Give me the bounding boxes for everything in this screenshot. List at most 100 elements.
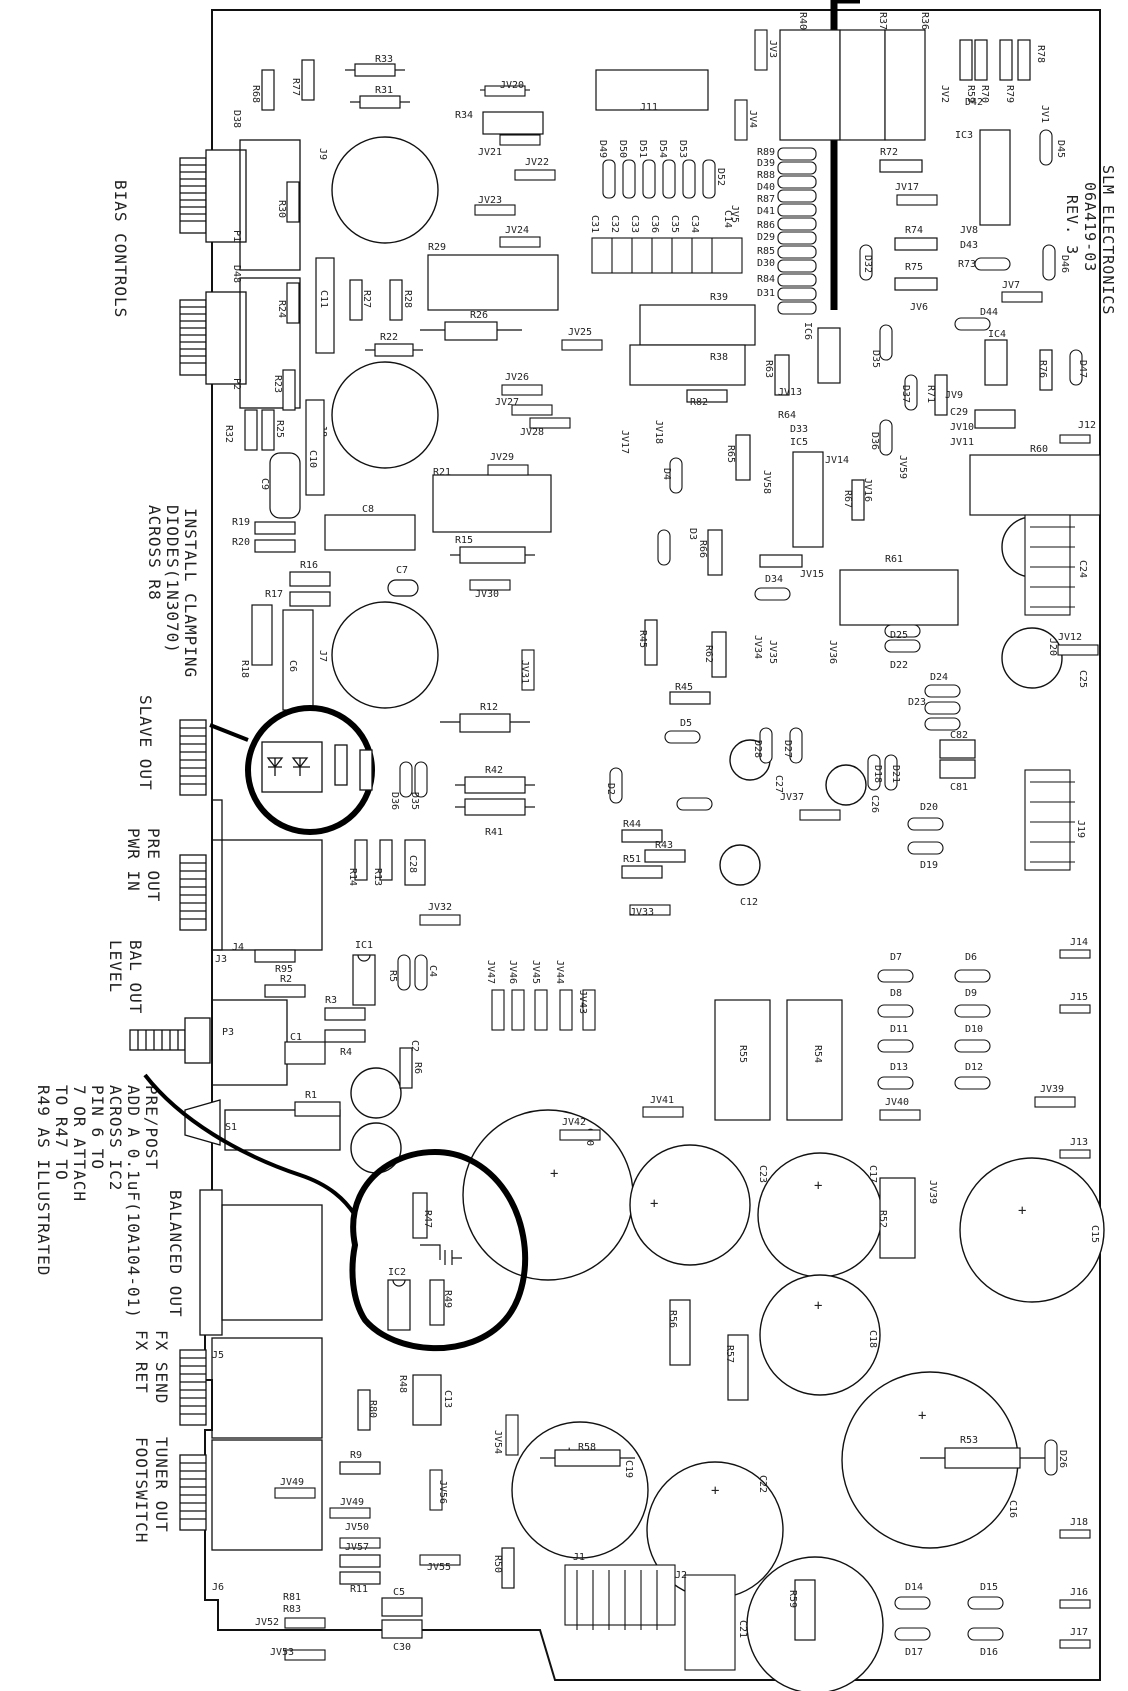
svg-text:R15: R15 (455, 535, 473, 546)
resistor-r42 (455, 776, 535, 794)
svg-text:R62: R62 (703, 645, 714, 663)
svg-text:JV43: JV43 (577, 990, 588, 1014)
diodes-vertical (397, 129, 1083, 1476)
svg-text:R34: R34 (455, 110, 473, 121)
svg-text:JV45: JV45 (530, 960, 541, 984)
svg-text:JV18: JV18 (653, 420, 664, 444)
svg-text:R45: R45 (675, 682, 693, 693)
resistor-r53 (920, 1447, 1045, 1469)
svg-text:D25: D25 (890, 630, 908, 641)
resistor-r71 (934, 374, 948, 416)
svg-text:J17: J17 (1070, 1627, 1088, 1638)
svg-text:JV14: JV14 (825, 455, 849, 466)
svg-text:+: + (814, 1178, 822, 1194)
svg-text:D35: D35 (870, 350, 881, 368)
resistor-r50 (501, 1547, 515, 1589)
svg-text:JV47: JV47 (485, 960, 496, 984)
resistor-r18 (251, 604, 273, 666)
svg-text:C6: C6 (287, 660, 298, 672)
svg-text:JV17: JV17 (619, 430, 630, 454)
svg-text:R1: R1 (305, 1090, 317, 1101)
svg-text:+: + (1018, 1203, 1026, 1219)
svg-text:R32: R32 (223, 425, 234, 443)
fx-ret-label: FX RET (132, 1330, 151, 1394)
ics (352, 129, 1011, 1331)
resistor-stack (777, 147, 817, 315)
svg-text:JV42: JV42 (562, 1117, 586, 1128)
svg-text:R61: R61 (885, 554, 903, 565)
svg-text:JV39: JV39 (927, 1180, 938, 1204)
cap-c5 (381, 1597, 423, 1617)
svg-text:C27: C27 (773, 775, 784, 793)
cap-c29 (974, 409, 1016, 429)
svg-text:R68: R68 (250, 85, 261, 103)
svg-text:D20: D20 (920, 802, 938, 813)
svg-text:C4: C4 (427, 965, 438, 977)
svg-text:JV37: JV37 (780, 792, 804, 803)
svg-text:JV12: JV12 (1058, 632, 1082, 643)
clamp-note-1: INSTALL CLAMPING (181, 508, 200, 678)
svg-text:R14: R14 (347, 868, 358, 886)
svg-text:R77: R77 (290, 78, 301, 96)
svg-text:R89: R89 (757, 147, 775, 158)
svg-text:C8: C8 (362, 504, 374, 515)
svg-text:R11: R11 (350, 1584, 368, 1595)
svg-text:D12: D12 (965, 1062, 983, 1073)
svg-text:JV31: JV31 (519, 660, 530, 684)
jack-bias-1 (179, 139, 301, 271)
resistor-r20 (254, 539, 296, 553)
svg-text:C21: C21 (737, 1620, 748, 1638)
resistor-r30 (286, 181, 300, 223)
svg-text:D30: D30 (757, 258, 775, 269)
svg-text:J6: J6 (212, 1582, 224, 1593)
svg-text:C34: C34 (689, 215, 700, 233)
svg-text:JV28: JV28 (520, 427, 544, 438)
svg-text:D23: D23 (908, 697, 926, 708)
svg-text:JV9: JV9 (945, 390, 963, 401)
svg-text:R83: R83 (283, 1604, 301, 1615)
svg-text:C15: C15 (1089, 1225, 1100, 1243)
resistor-r60 (969, 454, 1101, 516)
resistor-r3 (324, 1007, 366, 1021)
svg-text:JV15: JV15 (800, 569, 824, 580)
svg-text:C1: C1 (290, 1032, 302, 1043)
jack-fx (179, 1337, 323, 1439)
resistor-r51 (621, 865, 663, 879)
svg-text:D33: D33 (790, 424, 808, 435)
svg-text:R38: R38 (710, 352, 728, 363)
svg-text:R30: R30 (276, 200, 287, 218)
svg-text:JV34: JV34 (752, 635, 763, 659)
svg-text:D39: D39 (757, 158, 775, 169)
svg-text:D31: D31 (757, 288, 775, 299)
svg-text:S1: S1 (225, 1122, 237, 1133)
svg-text:D10: D10 (965, 1024, 983, 1035)
resistor-r57 (727, 1334, 749, 1401)
resistor-r21 (432, 474, 552, 533)
svg-text:R58: R58 (578, 1442, 596, 1453)
svg-text:JV49: JV49 (280, 1477, 304, 1488)
svg-text:D21: D21 (890, 765, 901, 783)
svg-text:JV11: JV11 (950, 437, 974, 448)
cap-c10 (305, 399, 325, 496)
svg-text:JV27: JV27 (495, 397, 519, 408)
cap-c11 (315, 257, 335, 354)
svg-text:R29: R29 (428, 242, 446, 253)
svg-text:J9: J9 (317, 148, 328, 160)
svg-text:C13: C13 (442, 1390, 453, 1408)
resistor-r95 (254, 949, 296, 963)
resistor-r23 (282, 369, 296, 411)
prepost-note-7: R49 AS ILLUSTRATED (34, 1085, 53, 1276)
svg-text:J19: J19 (1075, 820, 1086, 838)
svg-text:JV36: JV36 (827, 640, 838, 664)
svg-text:C22: C22 (757, 1475, 768, 1493)
svg-text:D29: D29 (757, 232, 775, 243)
svg-text:R84: R84 (757, 274, 775, 285)
resistor-r32 (244, 409, 258, 451)
resistor-r44 (621, 829, 663, 843)
svg-text:C16: C16 (1007, 1500, 1018, 1518)
svg-text:R12: R12 (480, 702, 498, 713)
resistor-r78 (1017, 39, 1031, 81)
svg-text:C24: C24 (1077, 560, 1088, 578)
svg-text:D7: D7 (890, 952, 902, 963)
svg-text:C36: C36 (649, 215, 660, 233)
